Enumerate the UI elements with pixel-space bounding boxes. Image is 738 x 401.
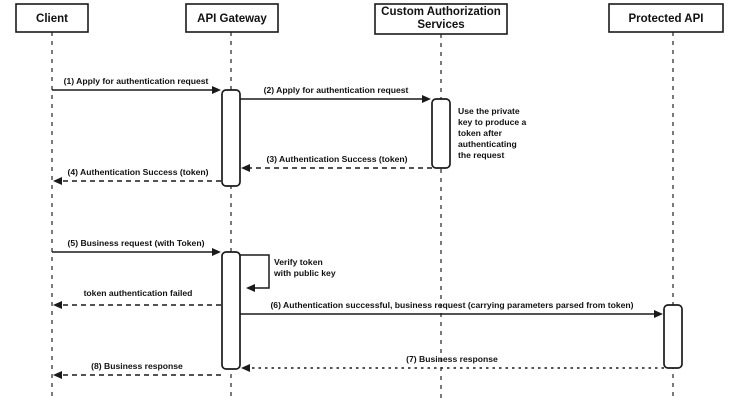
note-private-key-line-4: authenticating bbox=[458, 139, 517, 149]
arrowhead-message-3 bbox=[241, 164, 250, 172]
message-label-7: (7) Business response bbox=[406, 354, 498, 364]
message-label-8: (8) Business response bbox=[91, 361, 183, 371]
participant-client[interactable]: Client bbox=[15, 3, 89, 33]
note-private-key-line-2: key to produce a bbox=[458, 117, 527, 127]
arrowhead-message-1 bbox=[212, 86, 221, 94]
note-private-key-line-1: Use the private bbox=[458, 106, 520, 116]
participant-box-client[interactable] bbox=[15, 3, 89, 33]
arrowhead-message-6 bbox=[654, 310, 663, 318]
message-8-business-response: (8) Business response bbox=[53, 361, 221, 379]
participant-label-protected-api: Protected API bbox=[629, 13, 704, 25]
message-label-2: (2) Apply for authentication request bbox=[264, 85, 409, 95]
message-label-1: (1) Apply for authentication request bbox=[64, 76, 209, 86]
note-private-key-line-5: the request bbox=[458, 150, 504, 160]
activation-bar-api-gateway-1 bbox=[221, 89, 241, 187]
message-5-business-request-with-token: (5) Business request (with Token) bbox=[52, 238, 221, 256]
message-2-apply-for-authentication-request: (2) Apply for authentication request bbox=[240, 85, 431, 103]
participant-label-custom-authorization-services-line2: Services bbox=[417, 19, 464, 31]
activation-bar-custom-authorization-services-1 bbox=[431, 98, 451, 169]
participant-box-protected-api[interactable] bbox=[608, 3, 724, 33]
participant-label-custom-authorization-services-line1: Custom Authorization bbox=[381, 6, 501, 18]
arrowhead-message-4 bbox=[53, 177, 62, 185]
message-token-authentication-failed: token authentication failed bbox=[53, 288, 221, 309]
message-1-apply-for-authentication-request: (1) Apply for authentication request bbox=[52, 76, 221, 94]
arrowhead-message-self-loop bbox=[246, 284, 255, 292]
participant-box-custom-authorization-services[interactable] bbox=[374, 3, 508, 35]
arrowhead-message-2 bbox=[422, 95, 431, 103]
message-label-token-auth-failed: token authentication failed bbox=[84, 288, 193, 298]
activation-bar-protected-api-1 bbox=[663, 304, 683, 369]
message-label-4: (4) Authentication Success (token) bbox=[67, 167, 208, 177]
participant-label-client: Client bbox=[36, 13, 68, 25]
message-6-authentication-successful-business-request: (6) Authentication successful, business … bbox=[240, 300, 663, 318]
arrowhead-message-token-auth-failed bbox=[53, 301, 62, 309]
note-private-key-line-3: token after bbox=[458, 128, 503, 138]
message-self-verify-token: Verify token with public key bbox=[240, 254, 336, 292]
participant-protected-api[interactable]: Protected API bbox=[608, 3, 724, 33]
arrowhead-message-7 bbox=[241, 364, 250, 372]
note-private-key: Use the private key to produce a token a… bbox=[458, 106, 527, 160]
participant-label-api-gateway: API Gateway bbox=[197, 13, 267, 25]
lifelines-group bbox=[51, 32, 674, 398]
message-label-self-loop-line1: Verify token bbox=[274, 257, 323, 267]
message-label-6: (6) Authentication successful, business … bbox=[270, 300, 633, 310]
participant-api-gateway[interactable]: API Gateway bbox=[185, 3, 279, 33]
message-label-3: (3) Authentication Success (token) bbox=[266, 154, 407, 164]
arrowhead-message-8 bbox=[53, 371, 62, 379]
arrowhead-message-5 bbox=[212, 248, 221, 256]
message-line-self-loop bbox=[240, 254, 270, 289]
message-3-authentication-success-token: (3) Authentication Success (token) bbox=[241, 154, 432, 172]
participant-custom-authorization-services[interactable]: Custom Authorization Services bbox=[374, 3, 508, 35]
message-label-self-loop-line2: with public key bbox=[273, 268, 336, 278]
activation-bars-group bbox=[221, 89, 683, 370]
activation-bar-api-gateway-2 bbox=[221, 251, 241, 370]
message-4-authentication-success-token: (4) Authentication Success (token) bbox=[53, 167, 221, 185]
message-7-business-response: (7) Business response bbox=[241, 354, 664, 372]
participant-box-api-gateway[interactable] bbox=[185, 3, 279, 33]
message-label-5: (5) Business request (with Token) bbox=[68, 238, 205, 248]
